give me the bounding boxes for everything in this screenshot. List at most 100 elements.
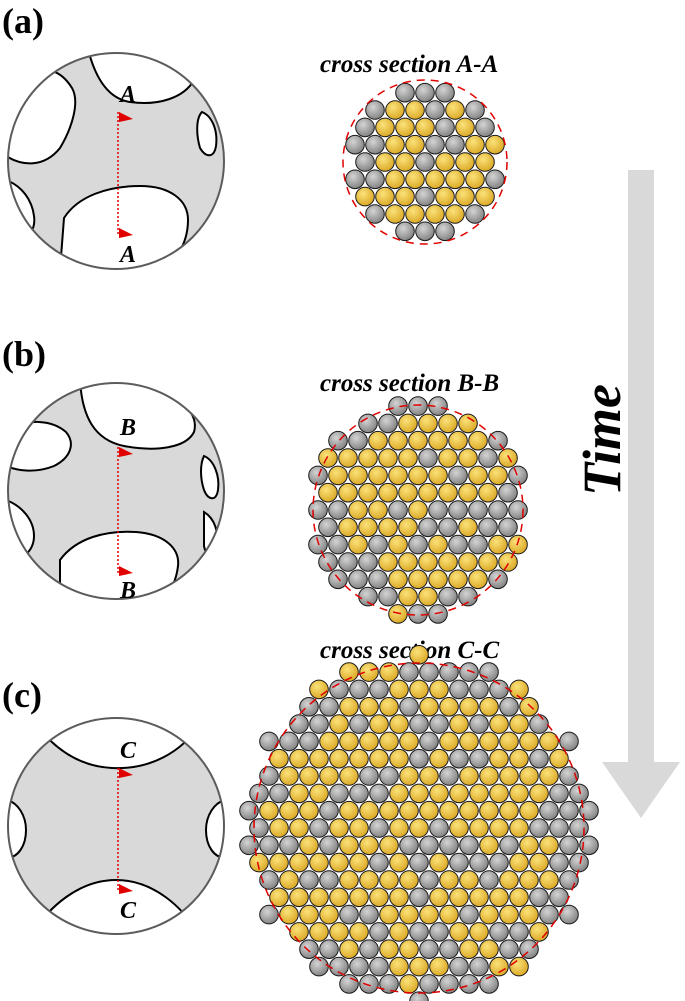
gray-particle [308, 500, 328, 520]
gray-particle [498, 482, 518, 503]
gray-particle [319, 800, 339, 821]
gray-particle [378, 586, 398, 607]
gray-particle [479, 870, 499, 890]
gold-particle [379, 835, 399, 856]
section-line-b [117, 447, 133, 576]
gold-particle [309, 922, 329, 942]
gold-particle [395, 152, 415, 172]
gold-particle [468, 465, 488, 486]
gray-particle [368, 569, 388, 590]
cross-section-outline-a [342, 79, 508, 245]
gold-particle [439, 697, 459, 717]
gold-particle [309, 887, 329, 908]
gray-particle [319, 835, 339, 856]
gold-particle [395, 117, 415, 138]
gold-particle [329, 714, 349, 734]
section-marker-a-top: A [118, 82, 136, 108]
gold-particle [319, 766, 339, 786]
gray-particle [419, 870, 439, 890]
gold-particle [279, 904, 299, 925]
gray-particle [328, 500, 348, 520]
gold-particle [328, 465, 348, 486]
gold-particle [368, 500, 388, 520]
gold-particle [469, 887, 489, 908]
gold-particle [478, 482, 498, 503]
gold-particle [419, 766, 439, 786]
gold-particle [349, 887, 369, 908]
gray-particle [539, 800, 559, 821]
gray-particle [348, 430, 368, 451]
gray-particle [448, 534, 468, 555]
gold-particle [419, 800, 439, 821]
gold-particle [449, 887, 469, 908]
gold-particle [439, 870, 459, 890]
gold-particle [475, 186, 495, 207]
gray-particle [358, 413, 378, 434]
gray-particle [409, 991, 429, 1001]
gold-particle [418, 552, 438, 572]
gold-particle [445, 169, 465, 190]
gold-particle [425, 204, 445, 224]
gray-particle [559, 800, 579, 821]
gray-particle [499, 697, 519, 717]
gray-particle [488, 500, 508, 520]
gold-particle [425, 169, 445, 190]
gold-particle [259, 800, 279, 821]
gold-particle [389, 887, 409, 908]
gray-particle [549, 818, 569, 838]
gold-particle [445, 204, 465, 224]
gold-particle [539, 731, 559, 752]
gray-particle [299, 697, 319, 717]
gray-particle [409, 887, 429, 908]
gray-particle [519, 939, 539, 960]
section-line-c [117, 768, 133, 894]
gray-particle [569, 783, 589, 804]
gold-particle [399, 870, 419, 890]
gold-particle [489, 748, 509, 769]
gold-particle [398, 552, 418, 572]
gold-particle [418, 586, 438, 607]
gold-particle [458, 482, 478, 503]
gray-particle [469, 714, 489, 734]
gray-particle [529, 818, 549, 838]
gold-particle [289, 887, 309, 908]
gold-particle [399, 800, 419, 821]
gray-particle [469, 748, 489, 769]
gold-particle [469, 783, 489, 804]
gray-particle [319, 870, 339, 890]
cross-section-title-b: cross section B-B [320, 370, 499, 397]
gold-particle [499, 766, 519, 786]
section-marker-c-bottom: C [120, 898, 137, 924]
gray-particle [409, 922, 429, 942]
gold-particle [395, 186, 415, 207]
cross-section-b [308, 396, 528, 624]
gold-particle [529, 922, 549, 942]
gold-particle [358, 482, 378, 503]
gray-particle [529, 748, 549, 769]
gold-particle [349, 922, 369, 942]
gold-particle [429, 956, 449, 977]
gold-particle [318, 482, 338, 503]
gold-particle [408, 465, 428, 486]
gold-particle [458, 552, 478, 572]
gray-particle [399, 662, 419, 682]
gray-particle [259, 835, 279, 856]
gold-particle [409, 783, 429, 804]
cross-section-c [239, 645, 599, 1001]
gray-particle [408, 604, 428, 624]
gray-particle [369, 783, 389, 804]
gold-particle [358, 517, 378, 538]
gold-particle [389, 852, 409, 873]
gold-particle [389, 818, 409, 838]
gray-particle [409, 748, 429, 769]
gold-particle [429, 748, 449, 769]
gold-particle [389, 956, 409, 977]
gold-particle [349, 818, 369, 838]
gold-particle [489, 714, 509, 734]
gold-particle [498, 448, 518, 468]
gold-particle [338, 482, 358, 503]
gold-particle [369, 714, 389, 734]
gray-particle [419, 662, 439, 682]
gray-particle [549, 887, 569, 908]
gold-particle [349, 748, 369, 769]
